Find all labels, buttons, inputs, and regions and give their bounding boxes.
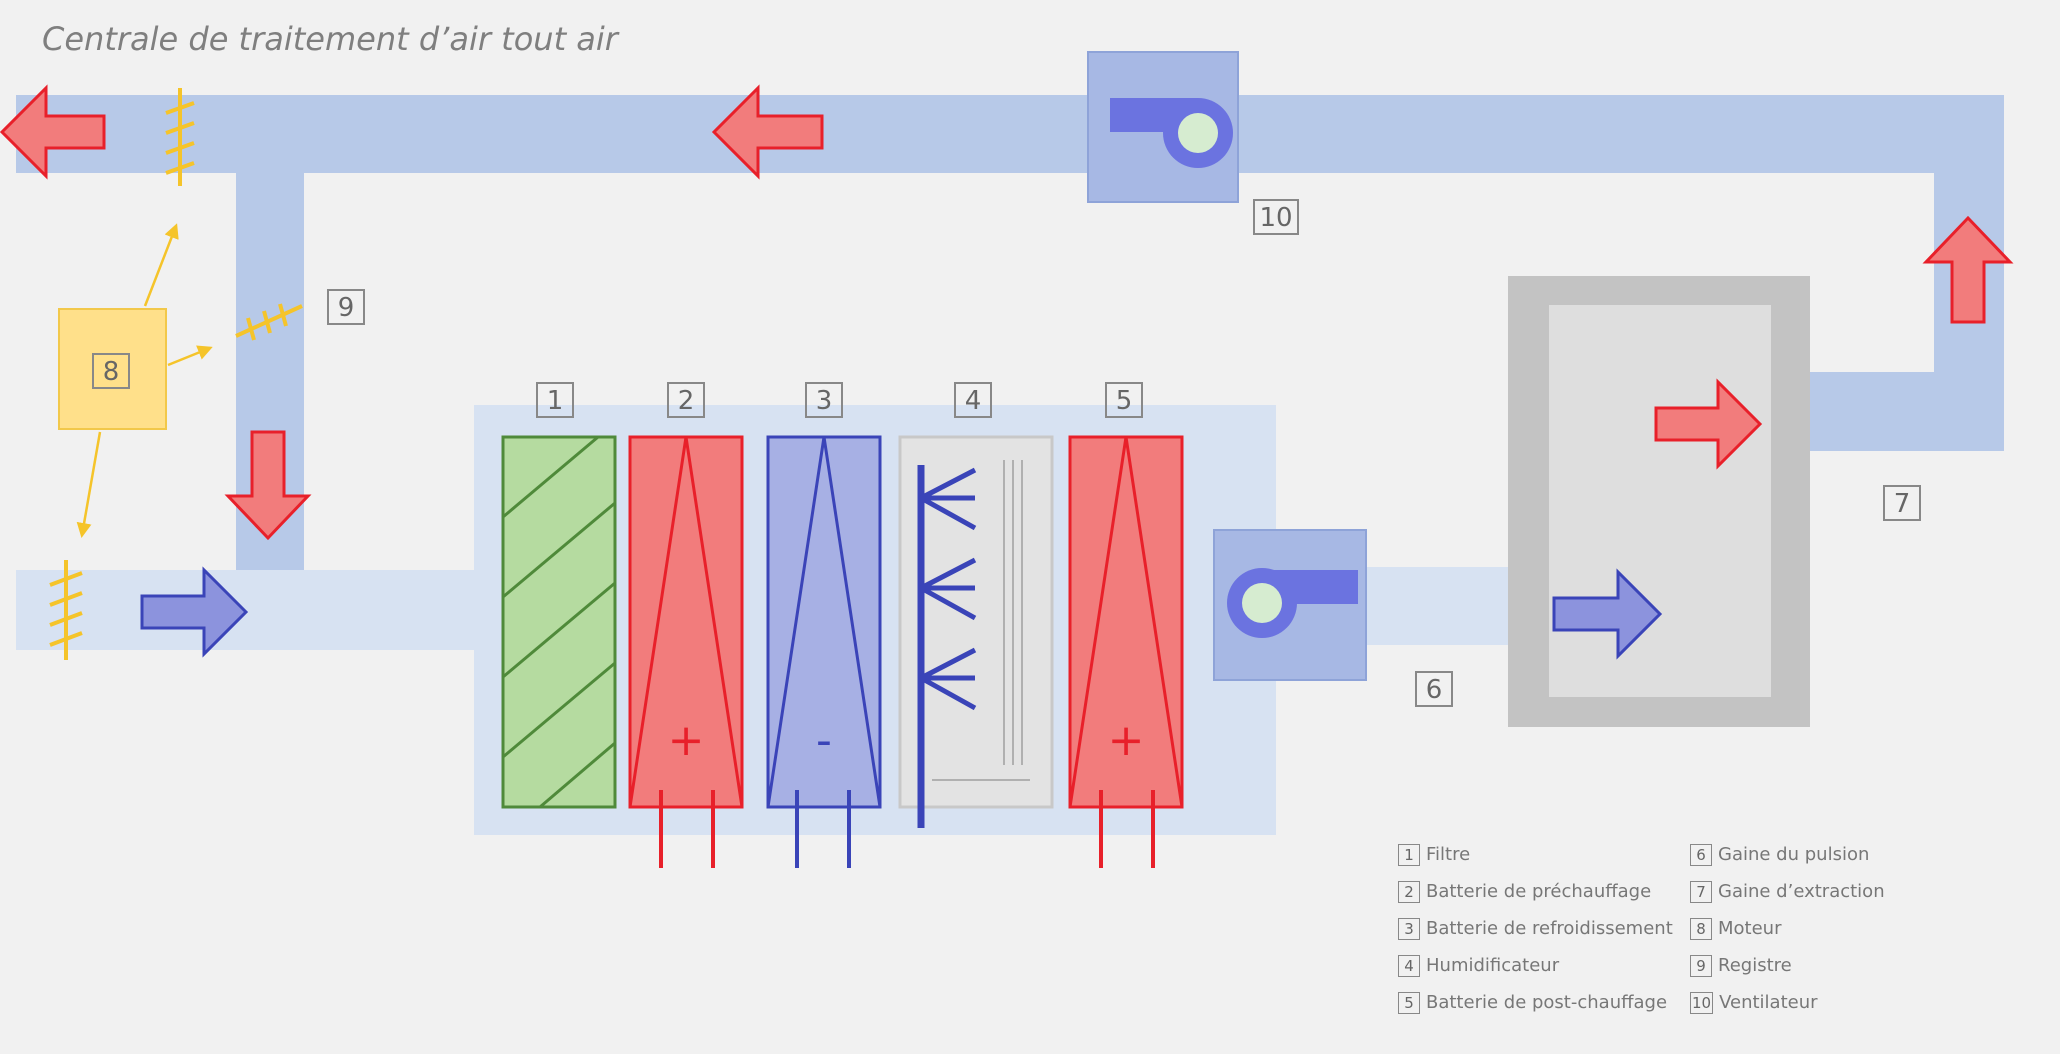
diagram-title: Centrale de traitement d’air tout air xyxy=(42,20,618,58)
legend-item: 7 Gaine d’extraction xyxy=(1690,873,1885,910)
damper-icon xyxy=(49,560,83,660)
svg-text:8: 8 xyxy=(103,357,120,387)
legend-item: 3 Batterie de refroidissement xyxy=(1398,910,1673,947)
postheat-sign: + xyxy=(1108,715,1145,766)
return-duct xyxy=(16,95,2004,571)
preheat-sign: + xyxy=(668,715,705,766)
component-number-3: 3 xyxy=(805,382,843,418)
svg-text:3: 3 xyxy=(816,386,833,416)
legend-item: 6 Gaine du pulsion xyxy=(1690,836,1885,873)
legend-label: Batterie de refroidissement xyxy=(1426,918,1673,939)
legend-label: Humidificateur xyxy=(1426,955,1560,976)
legend-label: Filtre xyxy=(1426,844,1471,865)
legend-number: 9 xyxy=(1690,954,1712,977)
damper-icon xyxy=(235,303,303,341)
fresh-air-arrow-icon xyxy=(140,566,249,658)
legend-item: 9 Registre xyxy=(1690,947,1885,984)
svg-text:4: 4 xyxy=(965,386,982,416)
legend-item: 4 Humidificateur xyxy=(1398,947,1673,984)
legend-number: 5 xyxy=(1398,991,1420,1014)
legend-number: 8 xyxy=(1690,917,1712,940)
component-number-8: 8 xyxy=(92,353,130,389)
legend-label: Gaine du pulsion xyxy=(1718,844,1870,865)
room-supply-arrow-icon xyxy=(1552,568,1663,660)
return-arrow-icon xyxy=(711,84,824,180)
svg-text:5: 5 xyxy=(1116,386,1133,416)
preheat-coil: + xyxy=(628,435,744,868)
legend-column-right: 6 Gaine du pulsion 7 Gaine d’extraction … xyxy=(1690,836,1885,1021)
svg-text:9: 9 xyxy=(338,293,355,323)
room-hot-arrow-icon xyxy=(1654,378,1763,470)
component-number-1: 1 xyxy=(536,382,574,418)
legend-item: 10 Ventilateur xyxy=(1690,984,1885,1021)
component-number-6: 6 xyxy=(1415,671,1453,707)
component-number-5: 5 xyxy=(1105,382,1143,418)
legend-label: Batterie de post-chauffage xyxy=(1426,992,1668,1013)
component-number-7: 7 xyxy=(1883,485,1921,521)
legend-number: 4 xyxy=(1398,954,1420,977)
filter-component xyxy=(501,435,617,809)
cooling-sign: - xyxy=(816,715,832,766)
motor-box xyxy=(58,308,167,430)
return-fan-icon xyxy=(1087,51,1239,203)
damper-icon xyxy=(165,88,195,186)
recirculation-arrow-icon xyxy=(224,430,312,541)
legend-number: 6 xyxy=(1690,843,1712,866)
component-number-10: 10 xyxy=(1253,199,1299,235)
legend-item: 1 Filtre xyxy=(1398,836,1673,873)
postheat-coil: + xyxy=(1068,435,1184,868)
supply-fan-icon xyxy=(1213,529,1367,681)
legend-number: 7 xyxy=(1690,880,1712,903)
svg-text:2: 2 xyxy=(678,386,695,416)
legend-label: Registre xyxy=(1718,955,1792,976)
legend-number: 10 xyxy=(1690,991,1714,1014)
legend-item: 2 Batterie de préchauffage xyxy=(1398,873,1673,910)
legend-item: 5 Batterie de post-chauffage xyxy=(1398,984,1673,1021)
legend-number: 2 xyxy=(1398,880,1420,903)
component-number-9: 9 xyxy=(327,289,365,325)
legend-label: Moteur xyxy=(1718,918,1782,939)
legend-item: 8 Moteur xyxy=(1690,910,1885,947)
legend-number: 3 xyxy=(1398,917,1420,940)
svg-text:7: 7 xyxy=(1894,489,1911,519)
legend-label: Gaine d’extraction xyxy=(1718,881,1885,902)
component-number-4: 4 xyxy=(954,382,992,418)
legend-label: Ventilateur xyxy=(1719,992,1818,1013)
humidifier xyxy=(898,435,1054,828)
exhaust-arrow-icon xyxy=(0,84,106,180)
legend-column-left: 1 Filtre 2 Batterie de préchauffage 3 Ba… xyxy=(1398,836,1673,1021)
motor-linkage xyxy=(76,223,213,538)
room xyxy=(1508,276,1810,727)
legend-label: Batterie de préchauffage xyxy=(1426,881,1652,902)
extract-up-arrow-icon xyxy=(1922,215,2014,324)
component-number-2: 2 xyxy=(667,382,705,418)
cooling-coil: - xyxy=(766,435,882,868)
svg-text:1: 1 xyxy=(547,386,564,416)
svg-text:10: 10 xyxy=(1259,203,1292,233)
legend-number: 1 xyxy=(1398,843,1420,866)
svg-text:6: 6 xyxy=(1426,675,1443,705)
